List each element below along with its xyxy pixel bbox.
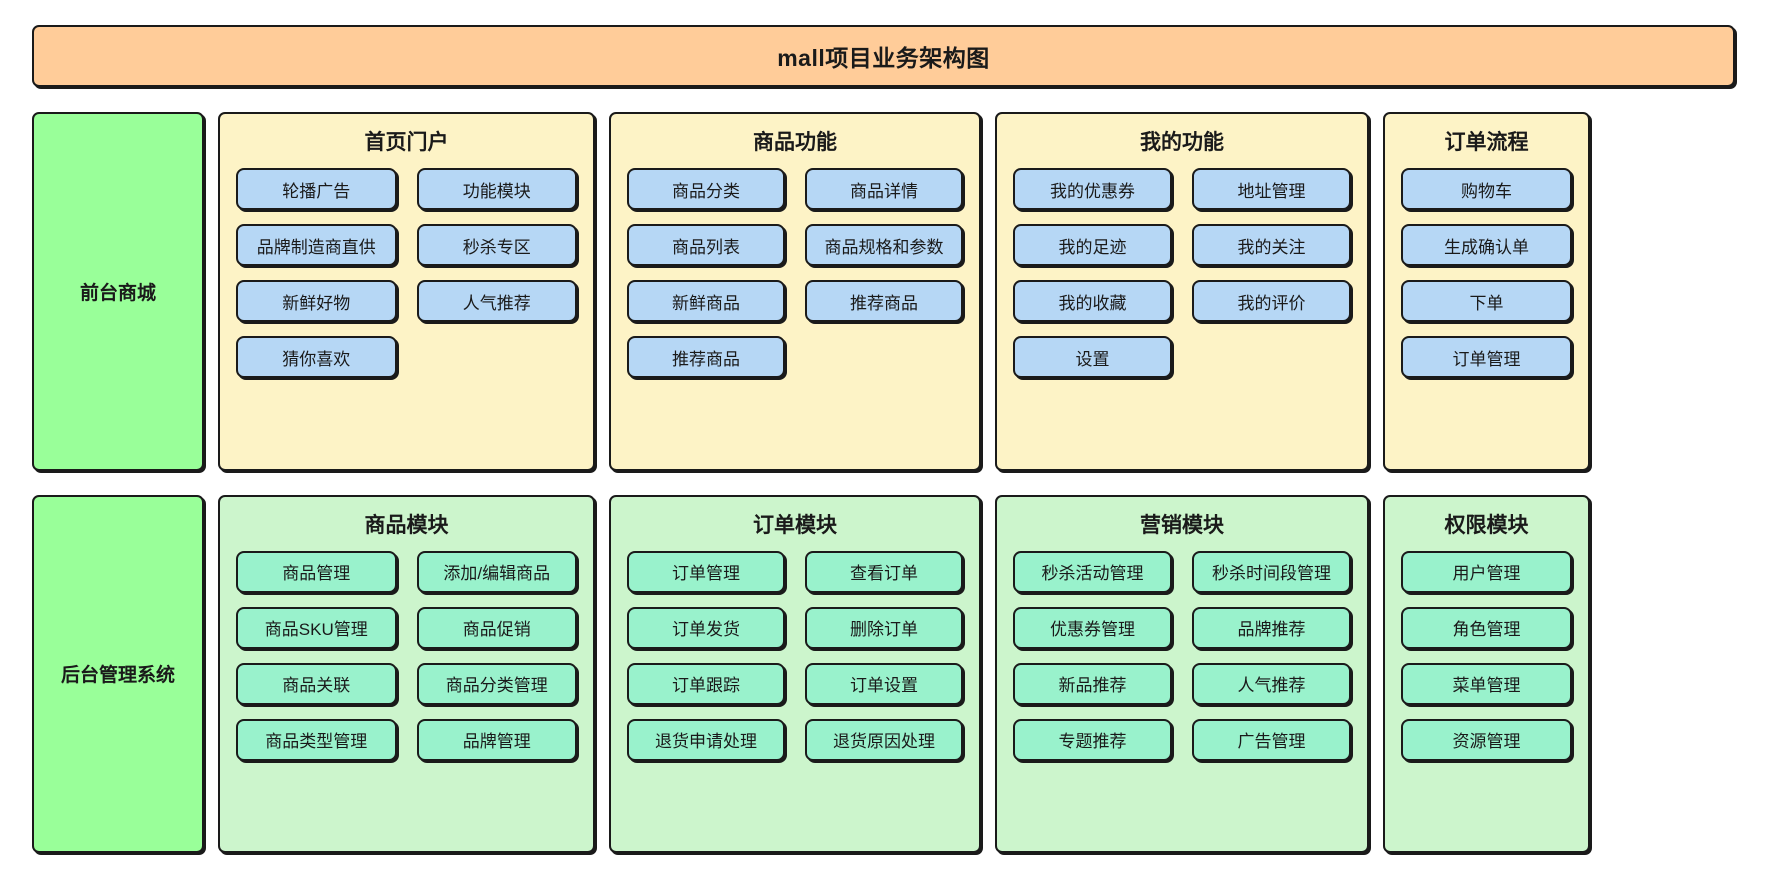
node-item[interactable]: 生成确认单 <box>1401 224 1572 266</box>
group-title: 我的功能 <box>1140 131 1224 154</box>
node-item[interactable]: 品牌制造商直供 <box>236 224 397 266</box>
node-item[interactable]: 订单跟踪 <box>627 662 785 705</box>
group-items: 订单管理 查看订单 订单发货 删除订单 订单跟踪 订单设置 退货申请处理 退货原… <box>627 550 963 838</box>
group-title: 商品功能 <box>753 131 837 154</box>
node-item[interactable]: 订单设置 <box>805 662 963 705</box>
node-item[interactable]: 退货原因处理 <box>805 718 963 761</box>
node-item[interactable]: 商品SKU管理 <box>236 606 397 649</box>
node-item[interactable]: 商品分类 <box>627 168 785 210</box>
node-item[interactable]: 我的收藏 <box>1013 280 1172 322</box>
node-item[interactable]: 商品关联 <box>236 662 397 705</box>
node-item[interactable]: 猜你喜欢 <box>236 336 397 378</box>
node-item[interactable]: 新品推荐 <box>1013 662 1172 705</box>
node-item[interactable]: 广告管理 <box>1192 718 1351 761</box>
node-item[interactable]: 新鲜商品 <box>627 280 785 322</box>
node-item[interactable]: 推荐商品 <box>627 336 785 378</box>
node-item[interactable]: 订单管理 <box>627 550 785 593</box>
group-items: 用户管理 角色管理 菜单管理 资源管理 <box>1401 550 1572 838</box>
node-item[interactable]: 角色管理 <box>1401 606 1572 649</box>
node-item[interactable]: 我的足迹 <box>1013 224 1172 266</box>
node-item[interactable]: 订单发货 <box>627 606 785 649</box>
node-item[interactable]: 品牌管理 <box>416 718 577 761</box>
node-item[interactable]: 资源管理 <box>1401 718 1572 761</box>
group-permission-module: 权限模块 用户管理 角色管理 菜单管理 资源管理 <box>1383 494 1590 853</box>
side-label-frontend: 前台商城 <box>32 112 204 471</box>
node-item[interactable]: 删除订单 <box>805 606 963 649</box>
node-item[interactable]: 优惠券管理 <box>1013 606 1172 649</box>
node-item[interactable]: 下单 <box>1401 280 1572 322</box>
node-item[interactable]: 我的关注 <box>1192 224 1351 266</box>
node-item[interactable]: 查看订单 <box>805 550 963 593</box>
node-item[interactable]: 退货申请处理 <box>627 718 785 761</box>
group-title: 商品模块 <box>364 513 449 537</box>
node-item[interactable]: 我的评价 <box>1192 280 1351 322</box>
side-label-backend: 后台管理系统 <box>32 494 204 853</box>
node-item[interactable]: 用户管理 <box>1401 550 1572 593</box>
node-item[interactable]: 品牌推荐 <box>1192 606 1351 649</box>
group-items: 购物车 生成确认单 下单 订单管理 <box>1401 168 1572 455</box>
group-items: 轮播广告 功能模块 品牌制造商直供 秒杀专区 新鲜好物 人气推荐 猜你喜欢 <box>236 168 577 455</box>
node-item[interactable]: 菜单管理 <box>1401 662 1572 705</box>
node-item[interactable]: 专题推荐 <box>1013 718 1172 761</box>
group-title: 订单流程 <box>1444 131 1529 154</box>
node-item[interactable]: 新鲜好物 <box>236 280 397 322</box>
node-item[interactable]: 功能模块 <box>416 168 577 210</box>
node-item[interactable]: 商品管理 <box>236 550 397 593</box>
group-title: 权限模块 <box>1444 513 1529 537</box>
group-my-features: 我的功能 我的优惠券 地址管理 我的足迹 我的关注 我的收藏 我的评价 设置 <box>995 112 1369 471</box>
row-frontend: 前台商城 首页门户 轮播广告 功能模块 品牌制造商直供 秒杀专区 新鲜好物 人气… <box>32 112 1735 471</box>
row-backend: 后台管理系统 商品模块 商品管理 添加/编辑商品 商品SKU管理 商品促销 商品… <box>32 494 1735 853</box>
group-title: 首页门户 <box>364 131 449 154</box>
group-order-flow: 订单流程 购物车 生成确认单 下单 订单管理 <box>1383 112 1590 471</box>
node-item[interactable]: 商品促销 <box>416 606 577 649</box>
node-item[interactable]: 商品详情 <box>805 168 963 210</box>
group-title: 订单模块 <box>753 513 837 537</box>
node-item[interactable]: 人气推荐 <box>1192 662 1351 705</box>
node-item[interactable]: 订单管理 <box>1401 336 1572 378</box>
group-items: 商品分类 商品详情 商品列表 商品规格和参数 新鲜商品 推荐商品 推荐商品 <box>627 168 963 455</box>
node-item[interactable]: 地址管理 <box>1192 168 1351 210</box>
node-item[interactable]: 设置 <box>1013 336 1172 378</box>
node-item[interactable]: 添加/编辑商品 <box>416 550 577 593</box>
group-home-portal: 首页门户 轮播广告 功能模块 品牌制造商直供 秒杀专区 新鲜好物 人气推荐 猜你… <box>218 112 595 471</box>
node-item[interactable]: 商品分类管理 <box>416 662 577 705</box>
diagram-title: mall项目业务架构图 <box>32 25 1735 87</box>
node-item[interactable]: 我的优惠券 <box>1013 168 1172 210</box>
group-items: 秒杀活动管理 秒杀时间段管理 优惠券管理 品牌推荐 新品推荐 人气推荐 专题推荐… <box>1013 550 1351 838</box>
node-item[interactable]: 秒杀时间段管理 <box>1192 550 1351 593</box>
node-item[interactable]: 商品规格和参数 <box>805 224 963 266</box>
group-title: 营销模块 <box>1140 513 1224 537</box>
node-item[interactable]: 商品列表 <box>627 224 785 266</box>
group-product-features: 商品功能 商品分类 商品详情 商品列表 商品规格和参数 新鲜商品 推荐商品 推荐… <box>609 112 981 471</box>
group-marketing-module: 营销模块 秒杀活动管理 秒杀时间段管理 优惠券管理 品牌推荐 新品推荐 人气推荐… <box>995 494 1369 853</box>
node-item[interactable]: 轮播广告 <box>236 168 397 210</box>
node-item[interactable]: 秒杀专区 <box>416 224 577 266</box>
group-items: 我的优惠券 地址管理 我的足迹 我的关注 我的收藏 我的评价 设置 <box>1013 168 1351 455</box>
node-item[interactable]: 推荐商品 <box>805 280 963 322</box>
node-item[interactable]: 人气推荐 <box>416 280 577 322</box>
group-product-module: 商品模块 商品管理 添加/编辑商品 商品SKU管理 商品促销 商品关联 商品分类… <box>218 494 595 853</box>
group-items: 商品管理 添加/编辑商品 商品SKU管理 商品促销 商品关联 商品分类管理 商品… <box>236 550 577 838</box>
node-item[interactable]: 购物车 <box>1401 168 1572 210</box>
group-order-module: 订单模块 订单管理 查看订单 订单发货 删除订单 订单跟踪 订单设置 退货申请处… <box>609 494 981 853</box>
node-item[interactable]: 秒杀活动管理 <box>1013 550 1172 593</box>
node-item[interactable]: 商品类型管理 <box>236 718 397 761</box>
